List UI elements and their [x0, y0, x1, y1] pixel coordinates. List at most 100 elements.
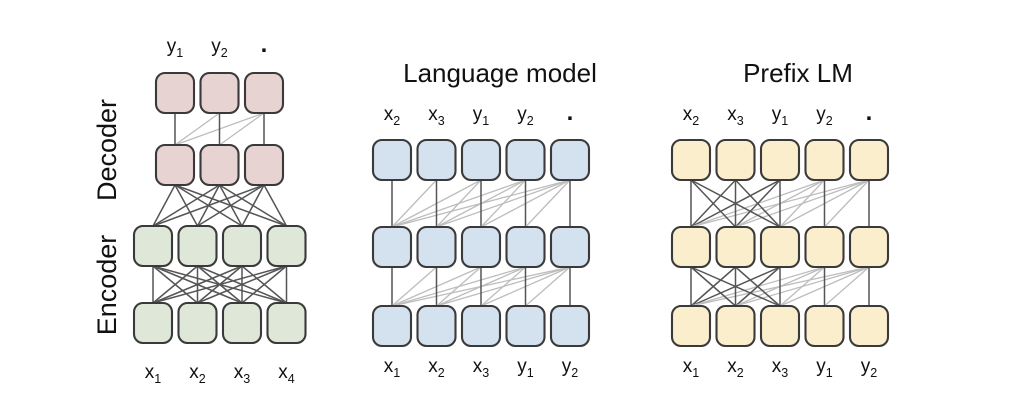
node-box-lm-row-1-2[interactable] [416, 304, 457, 348]
node-box-px-row-2-4[interactable] [804, 225, 845, 269]
node-box-px-row-2-2[interactable] [715, 225, 756, 269]
attention-edge [524, 266, 571, 307]
attention-edge [263, 184, 288, 227]
attention-edge [174, 112, 221, 146]
node-box-px-row-2-3[interactable] [759, 225, 801, 269]
node-box-lm-row-2-5[interactable] [549, 225, 591, 269]
node-box-px-row-1-1[interactable] [670, 304, 712, 348]
node-box-lm-row-3-5[interactable] [549, 138, 591, 182]
node-box-px-row-1-4[interactable] [804, 304, 845, 348]
top-token-prefix-lm-3: y1 [772, 104, 789, 128]
attention-edge [174, 184, 199, 227]
attention-edge [218, 112, 265, 146]
node-box-lm-row-2-4[interactable] [505, 225, 546, 269]
panel-title-prefix-lm: Prefix LM [743, 58, 853, 88]
attention-edge [734, 179, 781, 228]
node-box-encoder-bottom-4[interactable] [266, 301, 307, 345]
node-box-px-row-1-5[interactable] [848, 304, 890, 348]
top-token-language-model-1: x2 [384, 104, 401, 128]
node-box-lm-row-1-4[interactable] [505, 304, 546, 348]
node-box-px-row-3-4[interactable] [804, 138, 845, 182]
node-box-lm-row-2-2[interactable] [416, 225, 457, 269]
bottom-token-encoder-decoder-4: x4 [278, 362, 295, 386]
node-box-encoder-bottom-2[interactable] [177, 301, 218, 345]
node-box-encoder-top-2[interactable] [177, 224, 218, 268]
node-box-px-row-2-1[interactable] [670, 225, 712, 269]
attention-edge [480, 179, 527, 228]
attention-edge [174, 184, 243, 227]
attention-edge [152, 265, 199, 304]
top-token-encoder-decoder-2: y2 [211, 36, 228, 60]
node-box-lm-row-3-2[interactable] [416, 138, 457, 182]
node-box-decoder-top-1[interactable] [154, 71, 196, 115]
top-token-encoder-decoder-1: y1 [167, 36, 184, 60]
top-token-encoder-decoder-3: . [261, 31, 268, 58]
node-box-decoder-top-3[interactable] [243, 71, 285, 115]
attention-edge [823, 179, 870, 228]
top-token-prefix-lm-2: x3 [727, 104, 744, 128]
node-box-decoder-bottom-3[interactable] [243, 143, 285, 187]
top-token-language-model-2: x3 [428, 104, 445, 128]
bottom-token-encoder-decoder-2: x2 [189, 362, 206, 386]
attention-edge [779, 266, 826, 307]
node-box-lm-row-1-5[interactable] [549, 304, 591, 348]
bottom-token-language-model-3: x3 [473, 356, 490, 380]
top-token-prefix-lm-1: x2 [683, 104, 700, 128]
node-box-encoder-top-3[interactable] [221, 224, 263, 268]
node-box-lm-row-3-1[interactable] [371, 138, 413, 182]
node-box-px-row-3-5[interactable] [848, 138, 890, 182]
attention-edge [690, 179, 737, 228]
node-box-lm-row-3-4[interactable] [505, 138, 546, 182]
top-token-language-model-3: y1 [473, 104, 490, 128]
bottom-token-prefix-lm-2: x2 [727, 356, 744, 380]
node-box-px-row-2-5[interactable] [848, 225, 890, 269]
top-token-prefix-lm-4: y2 [816, 104, 833, 128]
attention-edge [734, 266, 781, 307]
node-box-encoder-bottom-3[interactable] [221, 301, 263, 345]
node-box-px-row-1-3[interactable] [759, 304, 801, 348]
bottom-token-prefix-lm-4: y1 [816, 356, 833, 380]
attention-edge [524, 179, 571, 228]
node-box-px-row-3-3[interactable] [759, 138, 801, 182]
attention-edge [174, 184, 288, 227]
node-box-decoder-top-2[interactable] [199, 71, 240, 115]
bottom-token-language-model-4: y1 [517, 356, 534, 380]
node-box-decoder-bottom-2[interactable] [199, 143, 240, 187]
attention-edge [391, 179, 438, 228]
node-box-encoder-top-4[interactable] [266, 224, 307, 268]
bottom-token-encoder-decoder-3: x3 [234, 362, 251, 386]
bottom-token-prefix-lm-5: y2 [861, 356, 878, 380]
attention-edges-layer [152, 112, 870, 307]
bottom-token-prefix-lm-3: x3 [772, 356, 789, 380]
encoder-label: Encoder [92, 235, 122, 336]
node-box-lm-row-1-1[interactable] [371, 304, 413, 348]
attention-edge [241, 265, 288, 304]
bottom-token-encoder-decoder-1: x1 [145, 362, 162, 386]
node-box-lm-row-3-3[interactable] [460, 138, 502, 182]
node-box-encoder-bottom-1[interactable] [132, 301, 174, 345]
bottom-token-language-model-2: x2 [428, 356, 445, 380]
node-box-px-row-1-2[interactable] [715, 304, 756, 348]
node-box-px-row-3-1[interactable] [670, 138, 712, 182]
decoder-label: Decoder [92, 99, 122, 201]
bottom-token-language-model-1: x1 [384, 356, 401, 380]
node-box-decoder-bottom-1[interactable] [154, 143, 196, 187]
attention-edge [152, 184, 176, 227]
node-box-lm-row-2-3[interactable] [460, 225, 502, 269]
node-box-px-row-3-2[interactable] [715, 138, 756, 182]
bottom-token-language-model-5: y2 [562, 356, 579, 380]
panel-title-language-model: Language model [403, 58, 597, 88]
attention-edge [823, 266, 870, 307]
top-token-prefix-lm-5: . [866, 99, 873, 126]
node-box-encoder-top-1[interactable] [132, 224, 174, 268]
attention-edge [152, 265, 288, 304]
attention-edge [435, 179, 482, 228]
attention-edge [196, 265, 288, 304]
node-box-lm-row-1-3[interactable] [460, 304, 502, 348]
node-box-lm-row-2-1[interactable] [371, 225, 413, 269]
attention-edge [690, 266, 737, 307]
node-boxes-layer [132, 71, 890, 348]
